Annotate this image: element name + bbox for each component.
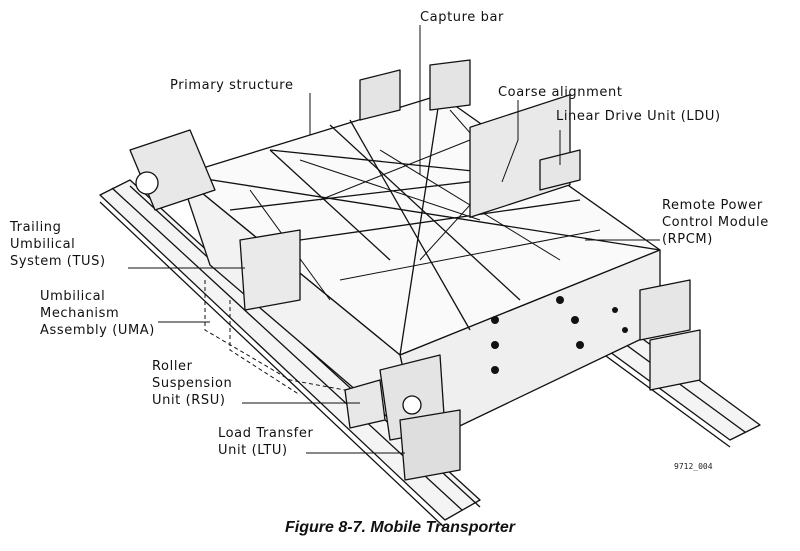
label-ltu-line-1: Load Transfer	[218, 426, 314, 441]
leader-coarse-alignment	[501, 100, 519, 183]
leader-lines	[128, 25, 660, 454]
label-capture-bar: Capture bar	[420, 10, 504, 25]
label-tus: Trailing Umbilical System (TUS)	[10, 219, 106, 270]
label-rpcm-line-1: Remote Power	[662, 198, 763, 213]
figure-caption: Figure 8-7. Mobile Transporter	[285, 519, 515, 536]
label-uma-line-3: Assembly (UMA)	[40, 323, 155, 338]
label-ltu-line-2: Unit (LTU)	[218, 443, 288, 458]
label-rsu-line-1: Roller	[152, 359, 193, 374]
label-tus-line-1: Trailing	[10, 220, 62, 235]
label-rsu: Roller Suspension Unit (RSU)	[152, 358, 232, 409]
label-coarse-alignment: Coarse alignment	[498, 85, 623, 100]
figure-id: 9712_004	[674, 462, 713, 471]
dashed-umbilical-outline	[204, 280, 346, 396]
label-tus-line-2: Umbilical	[10, 237, 76, 252]
label-rpcm: Remote Power Control Module (RPCM)	[662, 197, 769, 248]
label-rpcm-line-2: Control Module	[662, 215, 769, 230]
label-ldu: Linear Drive Unit (LDU)	[556, 109, 721, 124]
label-uma: Umbilical Mechanism Assembly (UMA)	[40, 288, 155, 339]
label-tus-line-3: System (TUS)	[10, 254, 106, 269]
rear-machinery	[129, 129, 461, 481]
label-primary-structure: Primary structure	[170, 78, 294, 93]
top-housings	[359, 59, 701, 391]
label-rsu-line-2: Suspension	[152, 376, 233, 391]
label-rsu-line-3: Unit (RSU)	[152, 393, 226, 408]
label-uma-line-1: Umbilical	[40, 289, 106, 304]
label-ltu: Load Transfer Unit (LTU)	[218, 425, 313, 459]
label-rpcm-line-3: (RPCM)	[662, 232, 713, 247]
label-uma-line-2: Mechanism	[40, 306, 120, 321]
